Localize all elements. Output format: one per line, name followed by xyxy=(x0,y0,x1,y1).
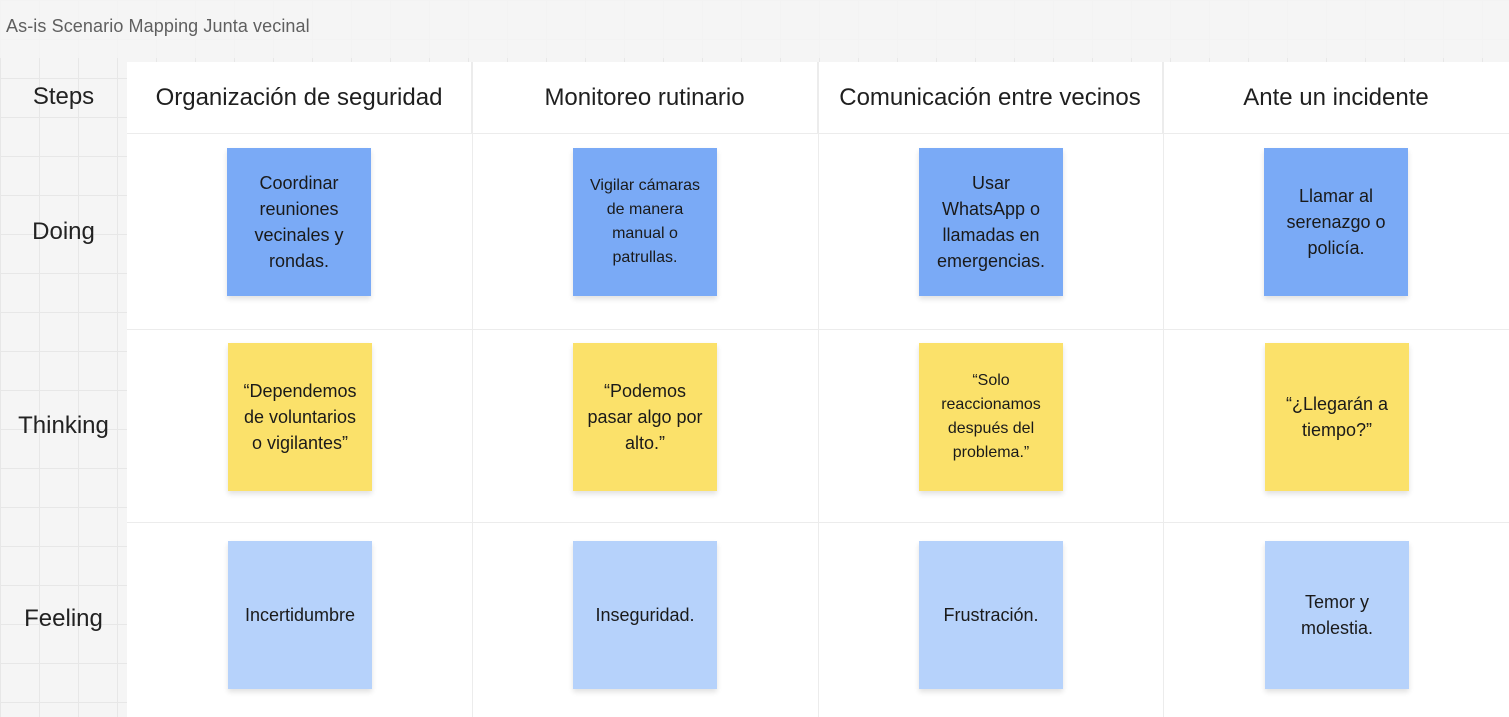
column-header-organizacion[interactable]: Organización de seguridad xyxy=(127,62,472,133)
sticky-thinking-organizacion[interactable]: “Dependemos de voluntarios o vigilantes” xyxy=(228,343,372,491)
sticky-thinking-monitoreo[interactable]: “Podemos pasar algo por alto.” xyxy=(573,343,717,491)
column-header-comunicacion[interactable]: Comunicación entre vecinos xyxy=(818,62,1163,133)
row-label-steps: Steps xyxy=(32,83,95,110)
scenario-map-board: Organización de seguridad Monitoreo ruti… xyxy=(127,62,1509,717)
grid-line xyxy=(818,62,819,717)
sticky-feeling-monitoreo[interactable]: Inseguridad. xyxy=(573,541,717,689)
column-header-incidente[interactable]: Ante un incidente xyxy=(1243,83,1429,111)
frame-title-bar xyxy=(0,0,1509,58)
sticky-thinking-comunicacion[interactable]: “Solo reaccionamos después del problema.… xyxy=(919,343,1063,491)
sticky-doing-organizacion[interactable]: Coordinar reuniones vecinales y rondas. xyxy=(227,148,371,296)
row-label-feeling: Feeling xyxy=(24,605,103,632)
row-label-doing: Doing xyxy=(32,218,95,245)
sticky-doing-monitoreo[interactable]: Vigilar cámaras de manera manual o patru… xyxy=(573,148,717,296)
sticky-feeling-incidente[interactable]: Temor y molestia. xyxy=(1265,541,1409,689)
grid-line xyxy=(1163,62,1164,717)
sticky-feeling-organizacion[interactable]: Incertidumbre xyxy=(228,541,372,689)
sticky-feeling-comunicacion[interactable]: Frustración. xyxy=(919,541,1063,689)
grid-line xyxy=(472,62,473,717)
sticky-doing-incidente[interactable]: Llamar al serenazgo o policía. xyxy=(1264,148,1408,296)
row-label-thinking: Thinking xyxy=(18,412,109,439)
sticky-thinking-incidente[interactable]: “¿Llegarán a tiempo?” xyxy=(1265,343,1409,491)
frame-title[interactable]: As-is Scenario Mapping Junta vecinal xyxy=(6,16,310,36)
sticky-doing-comunicacion[interactable]: Usar WhatsApp o llamadas en emergencias. xyxy=(919,148,1063,296)
column-header-monitoreo[interactable]: Monitoreo rutinario xyxy=(472,62,818,133)
